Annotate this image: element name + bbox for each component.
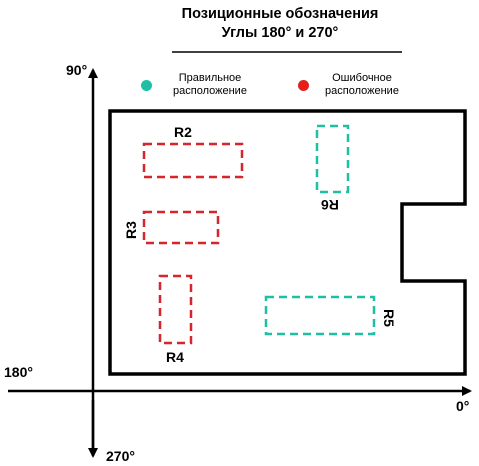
legend-wrong-line-1: Ошибочное [332, 72, 392, 84]
label-r5: R5 [380, 309, 397, 327]
axis-label-0: 0° [456, 398, 470, 414]
title-line-2: Углы 180° и 270° [221, 25, 339, 41]
legend-correct-line-2: расположение [173, 85, 247, 97]
component-r5-outline [264, 295, 376, 336]
axis-label-180: 180° [4, 364, 33, 380]
label-r2: R2 [174, 124, 192, 140]
axis-label-90: 90° [66, 62, 88, 78]
label-r4: R4 [166, 349, 184, 365]
component-r6-outline [315, 124, 350, 194]
legend-correct-label: Правильное расположение [160, 72, 260, 98]
component-r4-outline [158, 274, 193, 345]
label-r3: R3 [122, 221, 139, 239]
board-outline [108, 109, 467, 376]
legend-correct-dot [141, 80, 152, 91]
axis-label-270: 270° [106, 448, 135, 464]
title-line-1: Позиционные обозначения [181, 6, 379, 22]
label-r6: R6 [321, 197, 339, 213]
legend-correct-line-1: Правильное [178, 72, 242, 84]
legend-wrong-line-2: расположение [325, 85, 399, 97]
component-r3-outline [142, 210, 220, 245]
legend-wrong-dot [298, 80, 309, 91]
component-r2-outline [142, 142, 244, 179]
legend-wrong-label: Ошибочное расположение [312, 72, 412, 98]
